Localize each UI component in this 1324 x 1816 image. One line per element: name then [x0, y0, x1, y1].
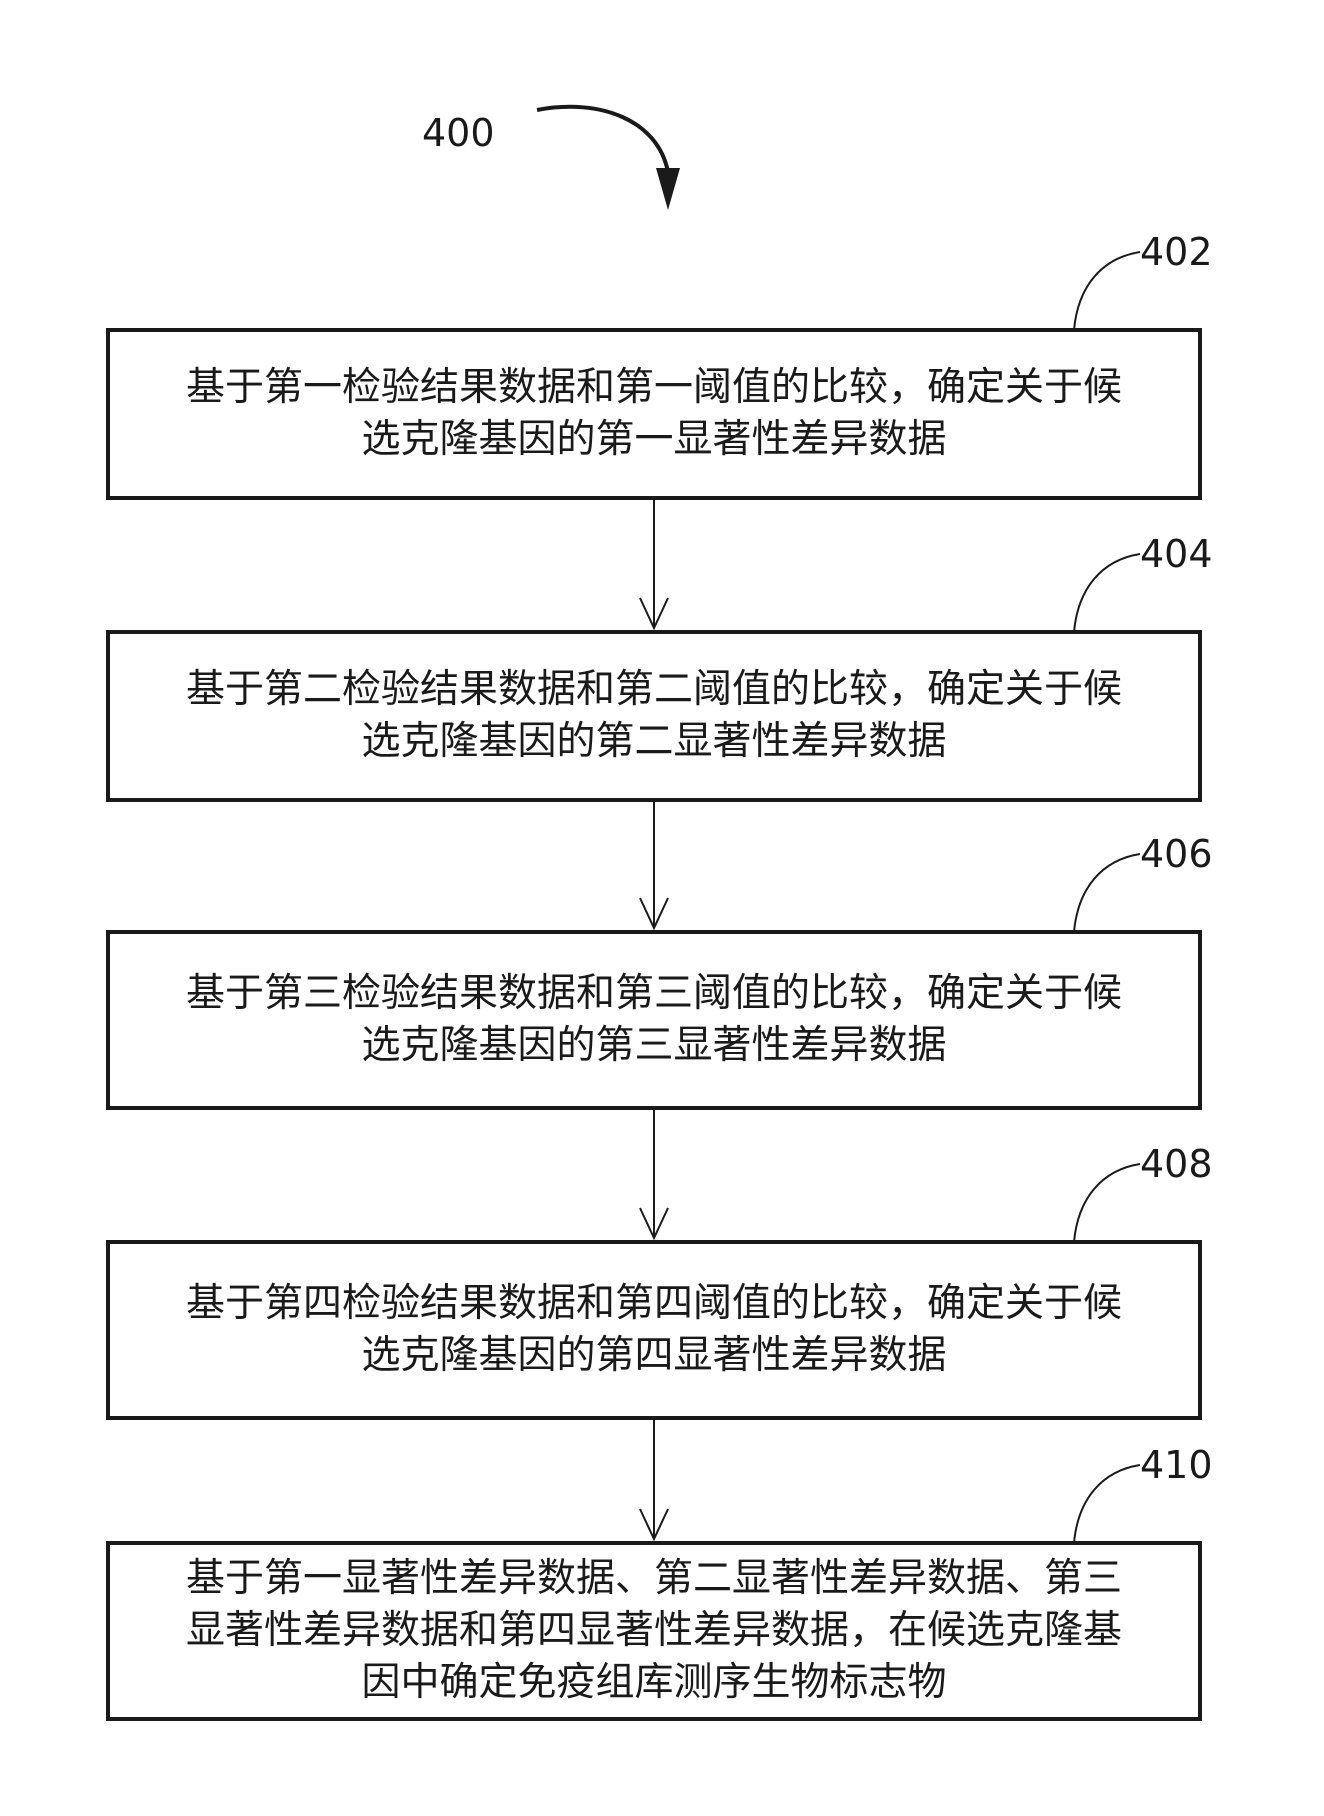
- step-404: 基于第二检验结果数据和第二阈值的比较，确定关于候 选克隆基因的第二显著性差异数据: [108, 632, 1200, 800]
- leader-line-402: [1073, 251, 1141, 331]
- step-text-402: 基于第一检验结果数据和第一阈值的比较，确定关于候 选克隆基因的第一显著性差异数据: [185, 365, 1122, 462]
- step-text-410: 基于第一显著性差异数据、第二显著性差异数据、第三 显著性差异数据和第四显著性差异…: [185, 1556, 1122, 1705]
- step-reference-410: 410: [1140, 1443, 1213, 1487]
- leader-line-410: [1073, 1464, 1141, 1544]
- step-reference-408: 408: [1140, 1142, 1213, 1186]
- connector-arrowhead-408: [639, 1207, 669, 1241]
- figure-reference-label: 400: [422, 111, 495, 155]
- step-406: 基于第三检验结果数据和第三阈值的比较，确定关于候 选克隆基因的第三显著性差异数据: [108, 932, 1200, 1108]
- connector-arrowhead-404: [639, 597, 669, 631]
- step-402: 基于第一检验结果数据和第一阈值的比较，确定关于候 选克隆基因的第一显著性差异数据: [108, 330, 1200, 498]
- leader-line-406: [1073, 853, 1141, 933]
- step-box-404: [106, 630, 1202, 802]
- connector-arrowhead-410: [639, 1508, 669, 1542]
- step-408: 基于第四检验结果数据和第四阈值的比较，确定关于候 选克隆基因的第四显著性差异数据: [108, 1242, 1200, 1418]
- step-text-404: 基于第二检验结果数据和第二阈值的比较，确定关于候 选克隆基因的第二显著性差异数据: [185, 667, 1122, 764]
- step-410: 基于第一显著性差异数据、第二显著性差异数据、第三 显著性差异数据和第四显著性差异…: [108, 1543, 1200, 1719]
- leader-line-408: [1073, 1163, 1141, 1243]
- step-box-408: [106, 1240, 1202, 1420]
- step-text-406: 基于第三检验结果数据和第三阈值的比较，确定关于候 选克隆基因的第三显著性差异数据: [185, 971, 1122, 1068]
- step-box-410: [106, 1541, 1202, 1721]
- step-reference-404: 404: [1140, 532, 1213, 576]
- figure-pointer-arrow: [536, 104, 670, 173]
- step-text-408: 基于第四检验结果数据和第四阈值的比较，确定关于候 选克隆基因的第四显著性差异数据: [185, 1281, 1122, 1378]
- connector-arrowhead-406: [639, 897, 669, 931]
- step-reference-402: 402: [1140, 230, 1213, 274]
- step-box-402: [106, 328, 1202, 500]
- step-reference-406: 406: [1140, 832, 1213, 876]
- figure-pointer-arrowhead: [656, 168, 680, 210]
- leader-line-404: [1073, 553, 1141, 633]
- step-box-406: [106, 930, 1202, 1110]
